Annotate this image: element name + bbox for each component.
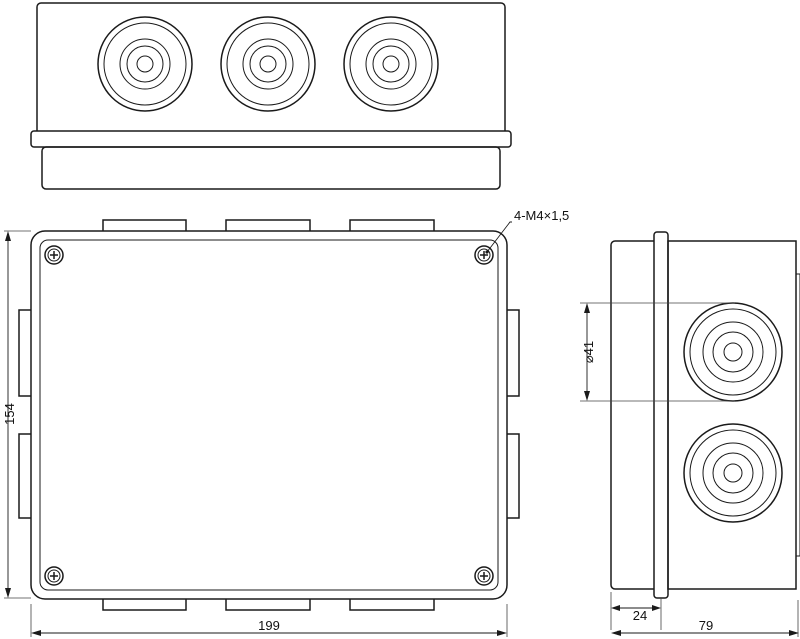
left-gland-tab-1	[18, 309, 33, 397]
top-view-flange	[30, 130, 512, 148]
height-arrow-bottom	[5, 588, 11, 598]
top-view-body	[41, 146, 501, 190]
lid-screw-inner-3	[47, 569, 61, 583]
lid-screw-head-1	[44, 245, 64, 265]
top-gland-3-ring-4	[372, 45, 410, 83]
width-dimension: 199	[30, 604, 508, 637]
side-view	[610, 231, 800, 599]
top-gland-tab-1	[102, 219, 187, 233]
top-gland-2	[220, 16, 316, 112]
side-gland-2	[683, 423, 783, 523]
lid-screw-2	[474, 245, 494, 265]
top-gland-3-ring-1	[343, 16, 439, 112]
width-arrow-left	[31, 630, 41, 636]
top-gland-2-ring-2	[226, 22, 310, 106]
side-view-body	[667, 240, 797, 590]
lid-screw-inner-2	[477, 248, 491, 262]
side-view-back-edge	[795, 273, 800, 557]
top-gland-1	[97, 16, 193, 112]
width-dimension-label: 199	[258, 618, 280, 633]
lid-screw-4	[474, 566, 494, 586]
lid-depth-arrow-right	[652, 605, 661, 611]
side-gland-2-ring-3	[702, 442, 764, 504]
lid-screw-inner-4	[477, 569, 491, 583]
side-gland-1-ring-4	[712, 331, 754, 373]
bottom-gland-tab-2	[225, 597, 311, 611]
height-dimension: 154	[2, 230, 31, 599]
top-gland-3-ring-5	[382, 55, 400, 73]
top-gland-1-ring-4	[126, 45, 164, 83]
lid-screw-head-4	[474, 566, 494, 586]
total-depth-arrow-left	[611, 630, 621, 636]
screw-callout-leader	[486, 221, 512, 253]
top-gland-3-ring-3	[365, 38, 417, 90]
side-view-glands	[683, 302, 783, 523]
total-depth-label: 79	[699, 618, 713, 633]
right-gland-tab-2	[505, 433, 520, 519]
lid-screw-inner-1	[47, 248, 61, 262]
lid-screw-3	[44, 566, 64, 586]
lid-depth-dimension: 24	[610, 592, 662, 630]
top-gland-2-ring-3	[242, 38, 294, 90]
left-gland-tab-2	[18, 433, 33, 519]
bottom-gland-tab-1	[102, 597, 187, 611]
side-view-flange	[653, 231, 669, 599]
gland-diameter-dimension: ⌀41	[580, 302, 735, 402]
top-gland-2-ring-1	[220, 16, 316, 112]
top-gland-tab-2	[225, 219, 311, 233]
top-view	[30, 2, 512, 190]
top-gland-3-ring-2	[349, 22, 433, 106]
height-dimension-label: 154	[2, 403, 17, 425]
lid-screw-1	[44, 245, 64, 265]
lid-depth-arrow-left	[611, 605, 620, 611]
bottom-gland-tab-3	[349, 597, 435, 611]
front-view	[18, 219, 520, 611]
side-gland-2-ring-2	[689, 429, 777, 517]
top-gland-1-ring-2	[103, 22, 187, 106]
top-gland-2-ring-4	[249, 45, 287, 83]
front-view-lid-panel	[39, 239, 499, 591]
total-depth-arrow-right	[789, 630, 799, 636]
side-gland-1	[683, 302, 783, 402]
side-gland-1-ring-1	[683, 302, 783, 402]
top-view-glands	[97, 16, 439, 112]
diameter-arrow-top	[584, 303, 590, 313]
side-gland-1-ring-3	[702, 321, 764, 383]
side-gland-2-ring-4	[712, 452, 754, 494]
side-gland-1-ring-2	[689, 308, 777, 396]
top-gland-2-ring-5	[259, 55, 277, 73]
width-arrow-right	[497, 630, 507, 636]
side-gland-2-ring-5	[723, 463, 743, 483]
top-gland-1-ring-5	[136, 55, 154, 73]
top-gland-3	[343, 16, 439, 112]
screw-callout: 4-M4×1,5	[485, 208, 569, 254]
height-arrow-top	[5, 231, 11, 241]
diameter-arrow-bottom	[584, 391, 590, 401]
screw-callout-dot	[485, 250, 489, 254]
gland-diameter-label: ⌀41	[581, 341, 596, 363]
side-gland-2-ring-1	[683, 423, 783, 523]
front-view-outline	[30, 230, 508, 600]
front-view-gland-tabs	[18, 219, 520, 611]
top-gland-1-ring-1	[97, 16, 193, 112]
top-gland-tab-3	[349, 219, 435, 233]
lid-screws	[44, 245, 494, 586]
right-gland-tab-1	[505, 309, 520, 397]
screw-callout-label: 4-M4×1,5	[514, 208, 569, 223]
total-depth-dimension: 79	[611, 600, 799, 637]
top-gland-1-ring-3	[119, 38, 171, 90]
lid-screw-head-2	[474, 245, 494, 265]
lid-depth-label: 24	[633, 608, 647, 623]
side-gland-1-ring-5	[723, 342, 743, 362]
lid-screw-head-3	[44, 566, 64, 586]
